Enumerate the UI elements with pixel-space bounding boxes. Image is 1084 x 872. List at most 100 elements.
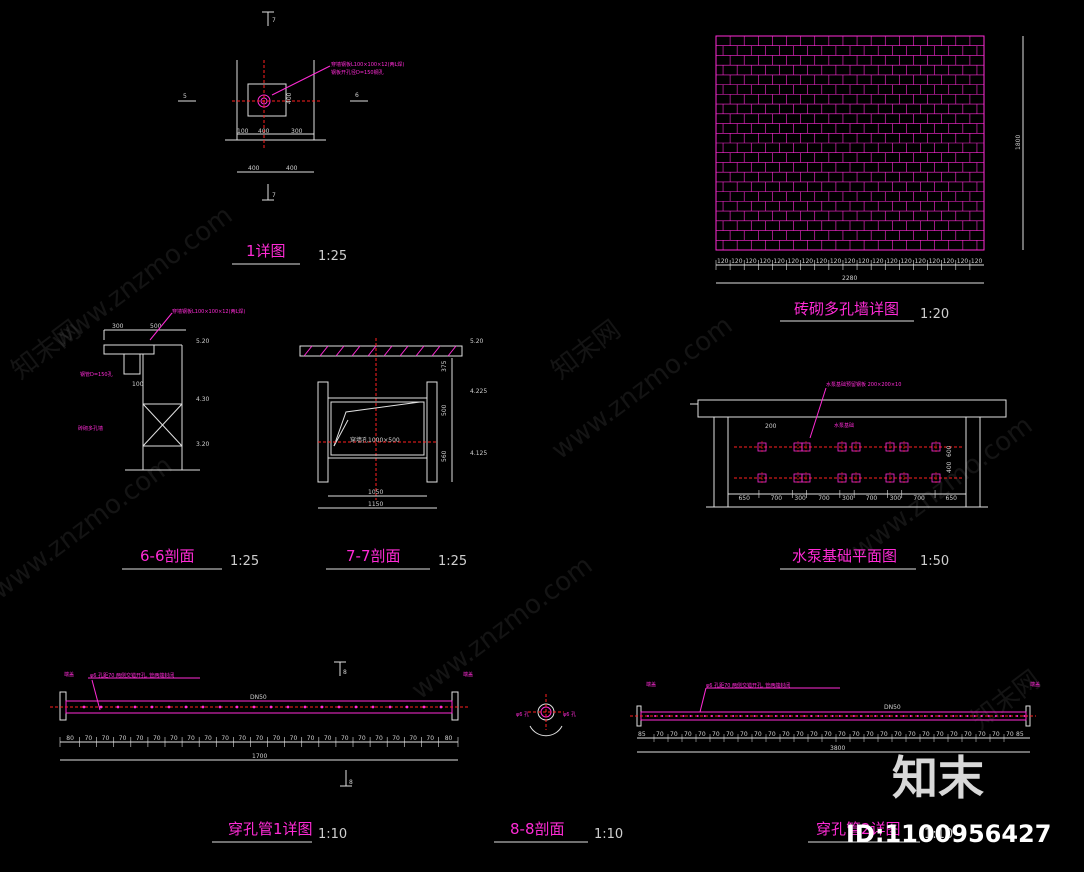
pump-foundation-scale: 1:50 — [920, 554, 949, 569]
brick-hole — [859, 57, 870, 64]
pump-dim-left: 200 — [765, 423, 777, 430]
pipe1-hole — [388, 705, 392, 709]
sec66-note-plate: 穿墙钢板L100×100×12(两L焊) — [172, 308, 245, 315]
pipe2-hole — [952, 715, 955, 717]
perforated-pipe-1-scale: 1:10 — [318, 827, 347, 842]
pipe2-hole — [874, 715, 877, 717]
brick-hole — [971, 154, 982, 161]
brick-hole — [746, 115, 757, 122]
brick-hole — [915, 154, 926, 161]
section-7-7-view: 5.20 穿墙孔1000×500 375 500 560 4.225 4.125… — [299, 338, 487, 570]
brick-hole — [859, 96, 870, 103]
sec66-note-pipe: 钢管D=150孔 — [80, 371, 113, 378]
pipe2-hole — [838, 715, 841, 717]
section-6-6-title: 6-6剖面 — [140, 547, 195, 565]
pipe1-hole — [405, 705, 409, 709]
watermark-site-2: www.znzmo.com — [0, 450, 178, 605]
pipe1-dim-label: 70 — [187, 735, 195, 742]
brick-hole — [859, 154, 870, 161]
section-mark-right: 6 — [355, 92, 359, 99]
perforated-pipe-2-title: 穿孔管2详图 — [816, 820, 901, 838]
watermark-layer: www.znzmo.com www.znzmo.com www.znzmo.co… — [0, 200, 1047, 735]
brick-hole — [774, 232, 785, 239]
pipe1-hole — [99, 705, 103, 709]
brick-hole — [718, 232, 729, 239]
brand-watermark: 知末 ID:1100956427 — [846, 751, 1051, 848]
brick-hole — [718, 76, 729, 83]
pipe2-hole — [909, 715, 912, 717]
pipe2-hole — [845, 715, 848, 717]
brick-grid-pattern — [716, 36, 984, 250]
brick-hole — [746, 154, 757, 161]
brick-hole — [830, 76, 841, 83]
brick-hole — [943, 76, 954, 83]
pipe2-hole — [902, 715, 905, 717]
brick-dim-cell-label: 120 — [971, 258, 983, 265]
pipe2-hole — [668, 715, 671, 717]
pipe2-dim-label: 70 — [810, 731, 818, 738]
brick-hole — [830, 174, 841, 180]
pipe2-dim-label: 70 — [712, 731, 720, 738]
pipe2-hole — [696, 715, 699, 717]
brick-hole — [859, 232, 870, 239]
sec66-dim-c: 100 — [132, 381, 144, 388]
pipe1-label-right: 端盖 — [463, 671, 473, 678]
pump-bolt-plates — [757, 441, 941, 484]
brick-wall-title: 砖砌多孔墙详图 — [794, 300, 899, 318]
pump-dim-v2: 400 — [946, 461, 953, 473]
brick-hole — [859, 76, 870, 83]
pipe2-hole — [888, 715, 891, 717]
pipe2-hole — [966, 715, 969, 717]
pipe2-hole — [938, 715, 941, 717]
pipe2-hole — [994, 715, 997, 717]
pipe2-hole — [1016, 715, 1019, 717]
pipe2-dim-label: 70 — [964, 731, 972, 738]
pipe2-hole — [654, 715, 657, 717]
pipe2-dim-label: 70 — [866, 731, 874, 738]
section-6-6-view: 300 500 穿墙钢板L100×100×12(两L焊) 钢管D=150孔 10… — [78, 308, 259, 570]
brick-hole — [971, 76, 982, 83]
sec66-level-1: 5.20 — [196, 338, 210, 345]
brick-hole — [859, 193, 870, 200]
pipe2-dim-label: 70 — [740, 731, 748, 738]
section-8-8-view: φ6 孔 φ6 孔 8-8剖面 1:10 — [494, 694, 623, 843]
pipe2-hole — [789, 715, 791, 717]
brick-hole — [774, 96, 785, 103]
pipe1-section-bottom: 8 — [349, 779, 353, 786]
brick-hole — [746, 76, 757, 83]
brick-hole — [802, 154, 813, 161]
section-mark-bottom: 7 — [272, 192, 276, 199]
pipe2-hole — [774, 715, 777, 717]
brick-hole — [746, 213, 757, 219]
detail-1-note-plate: 穿墙钢板L100×100×12(两L焊) — [331, 61, 404, 68]
perforated-pipe-2-scale: 1:10 — [924, 827, 953, 842]
brick-hole — [774, 135, 785, 141]
pipe1-hole — [320, 705, 324, 709]
brick-hole — [830, 96, 841, 103]
pipe2-hole — [703, 715, 706, 717]
pipe1-hole — [82, 705, 86, 709]
pump-dim-label: 650 — [946, 495, 958, 502]
watermark-site-5: www.znzmo.com — [846, 410, 1038, 565]
brick-hole — [718, 57, 729, 64]
brick-hole — [774, 76, 785, 83]
watermark-brand-2: 知末网 — [546, 315, 626, 386]
pipe2-hole — [959, 715, 962, 717]
brick-hole — [971, 96, 982, 103]
brick-hole — [830, 115, 841, 122]
brick-hole — [887, 154, 898, 161]
brick-hole — [971, 57, 982, 64]
brick-dim-width: 2280 — [842, 275, 857, 282]
brick-hole — [887, 38, 898, 44]
brick-hole — [943, 174, 954, 180]
brick-dim-cell-label: 120 — [816, 258, 828, 265]
pump-dim-label: 300 — [890, 495, 902, 502]
pipe2-hole — [867, 715, 870, 717]
brick-hole — [943, 57, 954, 64]
pipe2-dim-label: 70 — [754, 731, 762, 738]
brick-hole — [718, 154, 729, 161]
pipe2-dim-label: 70 — [992, 731, 1000, 738]
